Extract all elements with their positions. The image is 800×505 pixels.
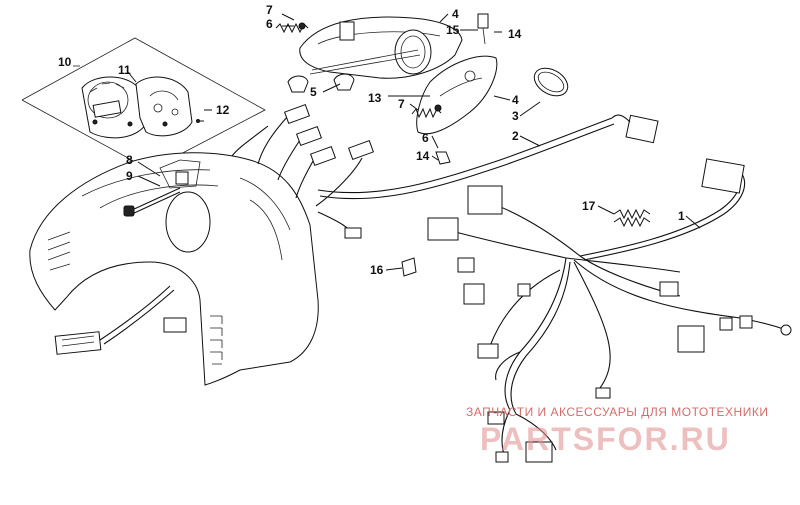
clip-bottom: [435, 151, 451, 165]
callout-11: 11: [118, 63, 131, 77]
callout-labels: 7 6 4 15 14 10 11 12 5 13 7 4 3 2 6 14 8…: [58, 3, 685, 277]
callout-16: 16: [370, 263, 384, 277]
dash-nacelle: [29, 152, 319, 386]
bulb-sockets: [287, 73, 355, 93]
clip-top: [477, 13, 489, 45]
headlight-cover: [299, 16, 463, 79]
lower-cover: [416, 55, 498, 135]
gauge-housing: [135, 76, 193, 137]
spring-upper: [275, 22, 309, 34]
callout-7a: 7: [266, 3, 273, 17]
callout-7b: 7: [398, 97, 405, 111]
retaining-ring: [533, 67, 569, 97]
mount-bolt: [123, 171, 189, 217]
callout-9: 9: [126, 169, 133, 183]
instrument-group-bracket: [21, 37, 266, 171]
callout-10: 10: [58, 55, 72, 69]
callout-2: 2: [512, 129, 519, 143]
watermark-logo: PARTSFOR.RU: [480, 421, 731, 457]
leader-lines: [127, 13, 701, 271]
screw: [196, 119, 204, 123]
callout-3: 3: [512, 109, 519, 123]
callout-8: 8: [126, 153, 133, 167]
left-connector: [54, 285, 187, 355]
callout-14a: 14: [508, 27, 522, 41]
callout-1: 1: [678, 209, 685, 223]
callout-6a: 6: [266, 17, 273, 31]
callout-5: 5: [310, 85, 317, 99]
clip-16: [401, 257, 417, 277]
callout-4a: 4: [452, 7, 459, 21]
watermark: ЗАПЧАСТИ И АКСЕССУАРЫ ДЛЯ МОТОТЕХНИКИ PA…: [466, 405, 768, 457]
main-wiring-harness: [427, 158, 792, 463]
spring-lower: [411, 104, 442, 119]
callout-17: 17: [582, 199, 596, 213]
callout-6b: 6: [422, 131, 429, 145]
watermark-tagline: ЗАПЧАСТИ И АКСЕССУАРЫ ДЛЯ МОТОТЕХНИКИ: [466, 405, 768, 419]
callout-12: 12: [216, 103, 230, 117]
callout-15: 15: [446, 23, 460, 37]
callout-14b: 14: [416, 149, 430, 163]
nacelle-harness: [231, 103, 659, 239]
callout-4b: 4: [512, 93, 519, 107]
callout-13: 13: [368, 91, 382, 105]
spring-17: [613, 208, 651, 228]
